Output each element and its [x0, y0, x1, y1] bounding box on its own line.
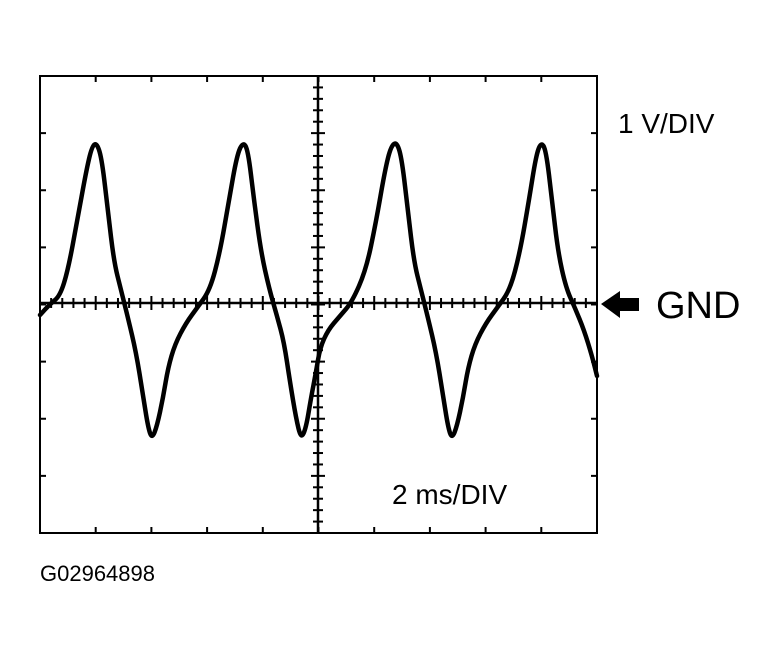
- left-arrow-icon: [601, 291, 639, 318]
- figure-id: G02964898: [40, 561, 155, 586]
- time-scale-label: 2 ms/DIV: [392, 479, 508, 510]
- waveform-trace: [37, 141, 600, 439]
- ground-label: GND: [656, 285, 741, 327]
- axis-tick-marks: [50, 86, 587, 523]
- voltage-scale-label: 1 V/DIV: [618, 108, 715, 139]
